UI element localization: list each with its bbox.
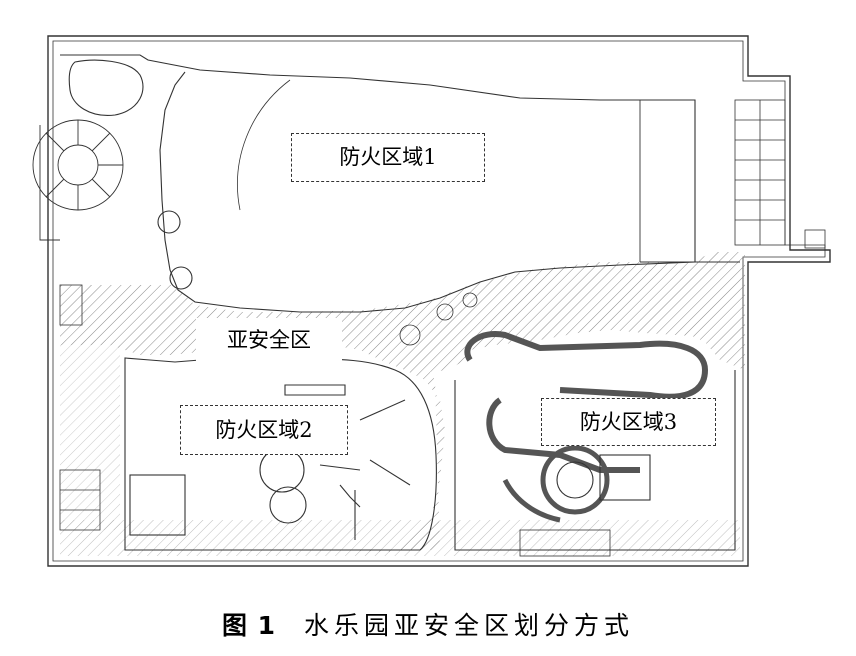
sub-safe-zone-area-south	[60, 520, 740, 556]
sub-safe-zone-area-west	[60, 340, 120, 530]
fire-zone-3-boundary	[454, 331, 736, 551]
locker-rooms	[734, 99, 826, 249]
fire-zone-1-label: 防火区域1	[291, 133, 485, 182]
west-rooms	[59, 284, 611, 557]
figure-title: 水乐园亚安全区划分方式	[304, 611, 635, 640]
landscape-trees	[399, 292, 478, 346]
fire-zone-3-label: 防火区域3	[541, 398, 716, 446]
fire-zone-2-label: 防火区域2	[180, 405, 348, 455]
sub-safe-zone-label: 亚安全区	[196, 318, 342, 364]
fire-zone-1-boundary	[60, 54, 740, 313]
floor-plan	[32, 35, 831, 567]
spiral-staircase	[32, 119, 124, 241]
figure-caption: 图 1 水乐园亚安全区划分方式	[0, 606, 856, 642]
figure-number: 图 1	[221, 611, 277, 640]
